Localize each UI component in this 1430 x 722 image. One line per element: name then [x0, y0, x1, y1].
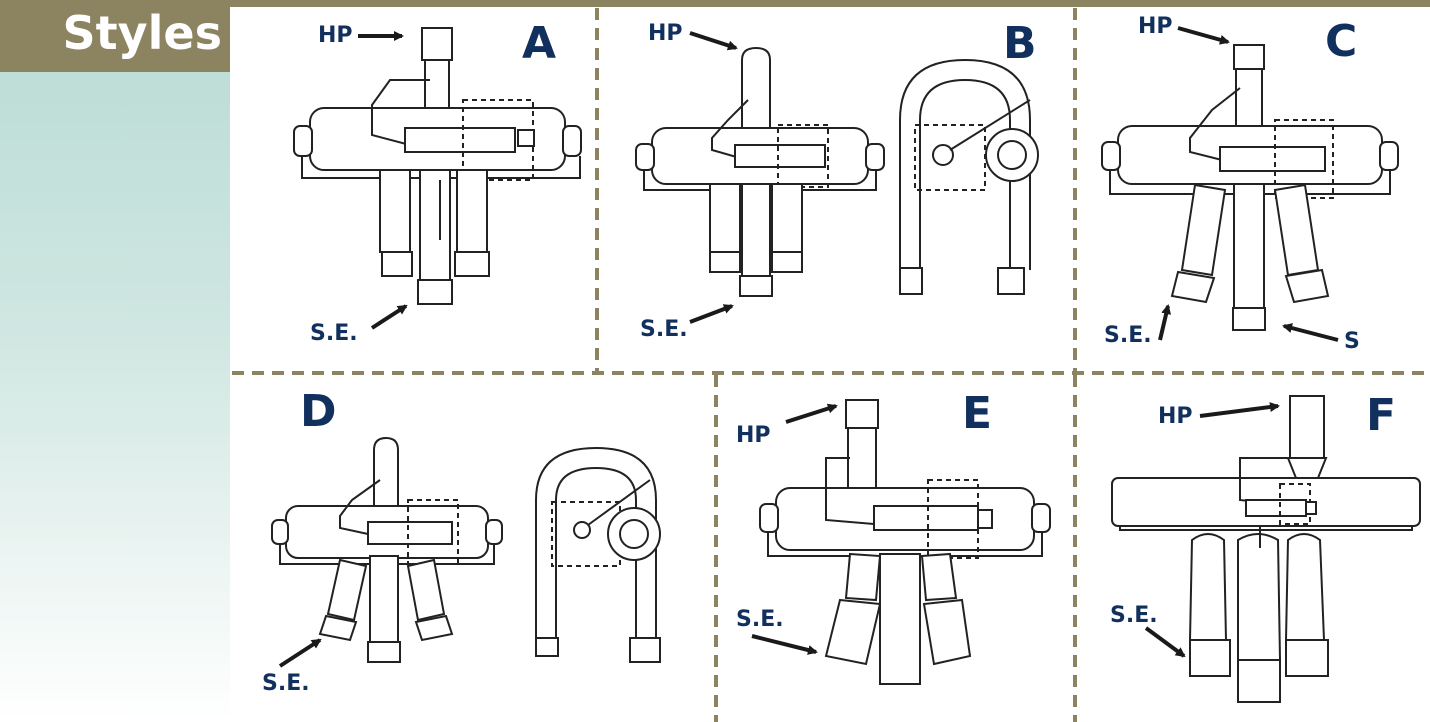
panel-b-se-arrow	[689, 304, 734, 324]
page-title: Styles	[62, 6, 222, 60]
panel-c-se-arrow	[1158, 304, 1172, 341]
panel-b-se-label: S.E.	[640, 317, 688, 342]
panel-c-s-label: S	[1344, 329, 1360, 354]
title-banner: Styles	[0, 0, 230, 72]
panel-a-hp-label: HP	[318, 23, 353, 48]
panel-d-se-label: S.E.	[262, 671, 310, 696]
panel-e-se-label: S.E.	[736, 607, 784, 632]
panel-f	[1111, 395, 1421, 703]
panel-c-s-arrow	[1282, 323, 1339, 342]
panel-e-letter: E	[962, 388, 992, 439]
panel-separators	[232, 8, 1430, 722]
panel-f-hp-label: HP	[1158, 404, 1193, 429]
panel-b	[635, 46, 1039, 297]
panel-c-letter: C	[1325, 16, 1357, 67]
panel-f-se-arrow	[1144, 626, 1186, 658]
panel-a-se-label: S.E.	[310, 321, 358, 346]
panel-b-letter: B	[1003, 18, 1037, 69]
panel-e-hp-label: HP	[736, 423, 771, 448]
panel-c-hp-label: HP	[1138, 14, 1173, 39]
panel-b-hp-label: HP	[648, 21, 683, 46]
panel-f-se-label: S.E.	[1110, 603, 1158, 628]
panel-d-se-arrow	[278, 638, 322, 668]
panel-e-hp-arrow	[785, 403, 838, 424]
panel-a-se-arrow	[370, 304, 408, 330]
panel-b-hp-arrow	[689, 31, 738, 51]
panel-e	[759, 399, 1051, 685]
panel-c-se-label: S.E.	[1104, 323, 1152, 348]
panel-a-letter: A	[522, 18, 556, 69]
panel-c	[1101, 44, 1399, 331]
panel-d	[271, 436, 661, 663]
panel-d-letter: D	[300, 386, 337, 437]
panel-f-hp-arrow	[1199, 402, 1280, 418]
panel-f-letter: F	[1366, 390, 1396, 441]
sidebar-gradient	[0, 0, 230, 722]
panel-c-hp-arrow	[1177, 26, 1230, 45]
panel-a	[293, 27, 582, 305]
panel-e-se-arrow	[751, 634, 818, 655]
top-rule	[230, 0, 1430, 7]
